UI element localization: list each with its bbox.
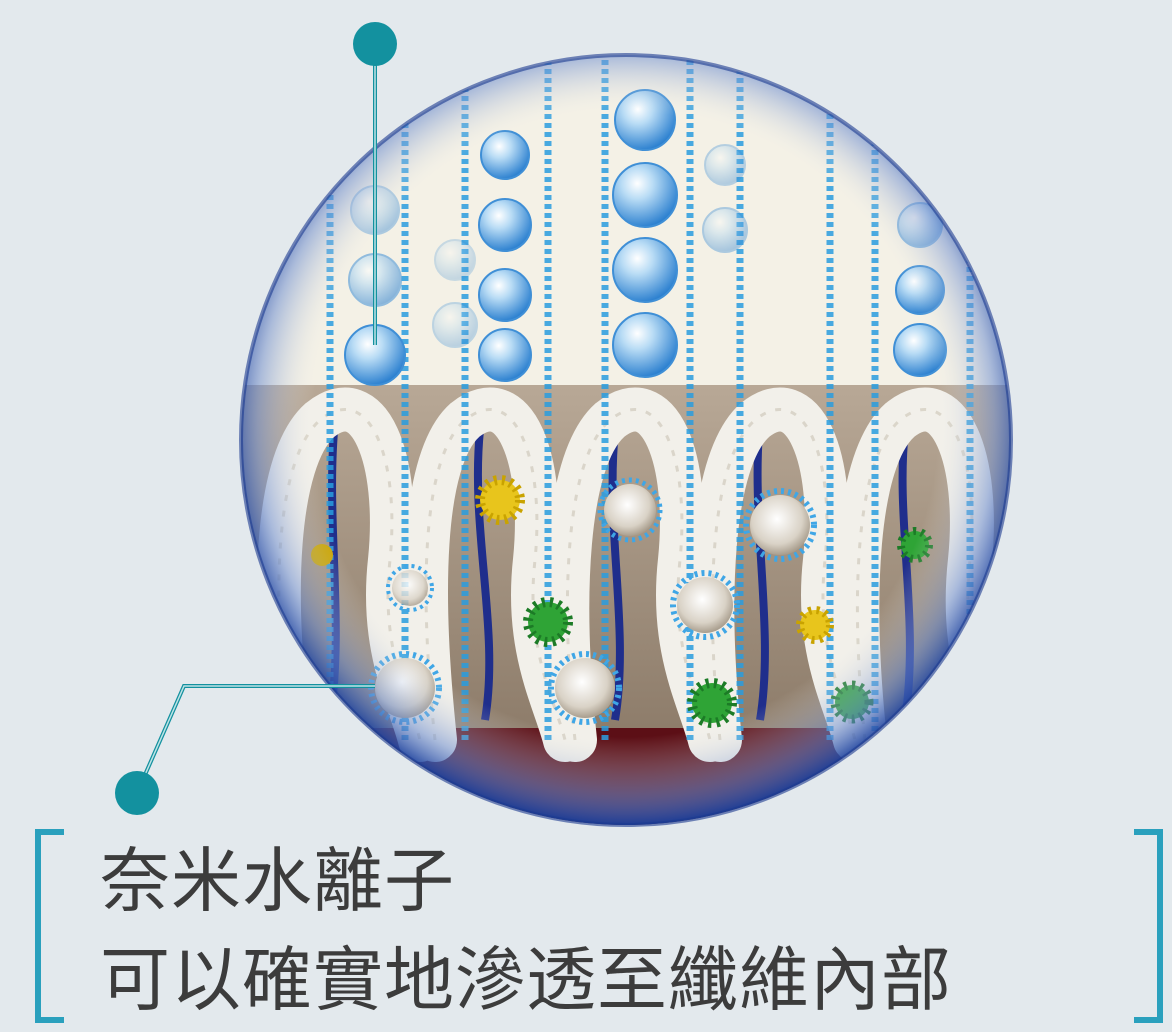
magnified-circle <box>239 53 1013 827</box>
caption-title: 奈米水離子 <box>100 840 455 922</box>
left-bracket-icon <box>35 829 64 1023</box>
callout-top <box>353 22 397 345</box>
callout-bottom <box>115 684 375 815</box>
teal-dot-icon <box>115 771 159 815</box>
caption-description: 可以確實地滲透至纖維內部 <box>100 939 952 1021</box>
teal-dot-icon <box>353 22 397 66</box>
right-bracket-icon <box>1134 829 1163 1023</box>
